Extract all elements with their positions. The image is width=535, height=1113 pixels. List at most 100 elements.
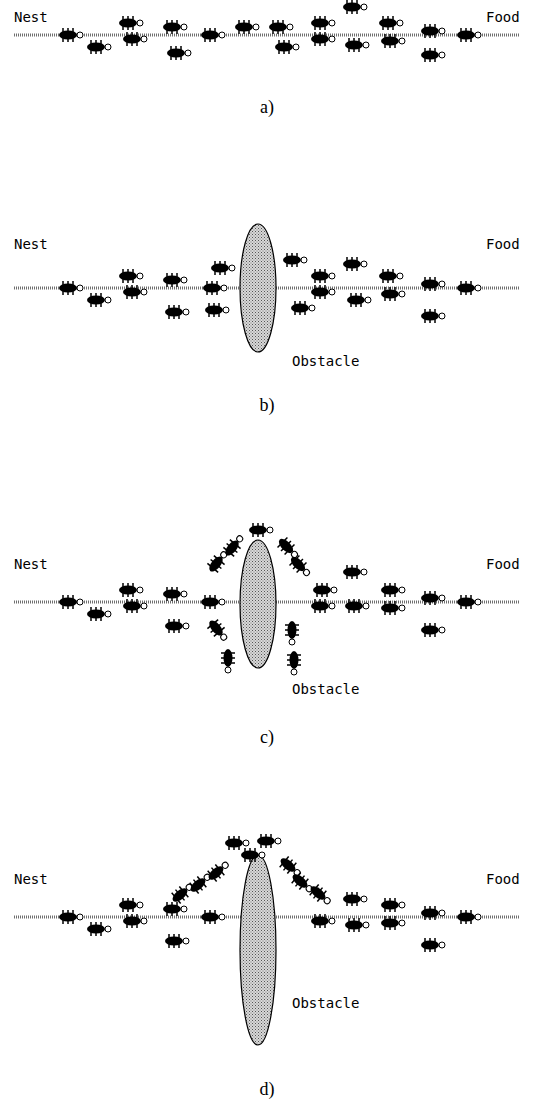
ant-body: [87, 925, 105, 934]
ant-body: [345, 602, 363, 611]
place-label: Food: [486, 872, 520, 886]
ant-head: [219, 914, 225, 920]
ant-symbol: [59, 595, 83, 609]
ant-head: [399, 902, 405, 908]
ant-body: [381, 586, 399, 595]
ant-body: [421, 51, 439, 60]
ant-head: [243, 840, 249, 846]
ant-body: [123, 35, 141, 44]
obstacle-ellipse: [240, 540, 276, 668]
ant-head: [253, 24, 259, 30]
obstacle-ellipse: [240, 224, 276, 352]
ant-head: [329, 918, 335, 924]
place-label: Obstacle: [292, 354, 359, 368]
ant-body: [311, 272, 329, 281]
ant-head: [77, 285, 83, 291]
ant-head: [185, 50, 191, 56]
ant-symbol: [421, 48, 445, 62]
ant-head: [181, 591, 187, 597]
ant-body: [381, 604, 399, 613]
ant-symbol: [311, 599, 335, 613]
ant-body: [224, 649, 233, 667]
ant-head: [181, 277, 187, 283]
ant-body: [275, 43, 293, 52]
ant-head: [475, 914, 481, 920]
ant-body: [421, 594, 439, 603]
ant-symbol: [165, 934, 189, 948]
ant-body: [421, 280, 439, 289]
ant-symbol: [123, 599, 147, 613]
ant-head: [329, 36, 335, 42]
ant-head: [439, 595, 445, 601]
ant-symbol: [457, 28, 481, 42]
ant-symbol: [205, 858, 232, 884]
ant-symbol: [203, 281, 227, 295]
ant-body: [421, 626, 439, 635]
place-label: Obstacle: [292, 996, 359, 1010]
ant-head: [181, 24, 187, 30]
ant-symbol: [167, 46, 191, 60]
ant-head: [397, 20, 403, 26]
ant-symbol: [291, 301, 315, 315]
ant-head: [361, 261, 367, 267]
ant-head: [141, 289, 147, 295]
ant-symbol: [421, 277, 445, 291]
ant-symbol: [287, 651, 301, 675]
ant-symbol: [287, 553, 314, 580]
ant-symbol: [163, 587, 187, 601]
ant-body: [163, 23, 181, 32]
ant-head: [141, 603, 147, 609]
ant-symbol: [343, 257, 367, 271]
ant-symbol: [165, 305, 189, 319]
ant-head: [439, 52, 445, 58]
ant-body: [249, 526, 267, 535]
ant-head: [329, 603, 335, 609]
ant-symbol: [381, 898, 405, 912]
ant-symbol: [235, 20, 259, 34]
ant-body: [87, 610, 105, 619]
ant-head: [331, 587, 337, 593]
ant-head: [475, 599, 481, 605]
ant-body: [59, 913, 77, 922]
place-label: Nest: [14, 557, 48, 571]
ant-symbol: [205, 617, 231, 644]
pheromone-trail: [14, 34, 520, 37]
ant-head: [141, 36, 147, 42]
ant-symbol: [257, 834, 281, 848]
ant-head: [329, 273, 335, 279]
ant-symbol: [311, 32, 335, 46]
ant-symbol: [87, 40, 111, 54]
ant-body: [421, 27, 439, 36]
ant-symbol: [269, 20, 293, 34]
ant-symbol: [381, 601, 405, 615]
ant-symbol: [381, 583, 405, 597]
ant-body: [343, 260, 361, 269]
ant-symbol: [311, 914, 335, 928]
ant-head: [363, 42, 369, 48]
ant-symbol: [345, 38, 369, 52]
ant-body: [165, 308, 183, 317]
ant-symbol: [421, 623, 445, 637]
panel-d: [14, 834, 520, 1045]
ant-symbol: [225, 836, 249, 850]
ant-symbol: [123, 32, 147, 46]
ant-head: [221, 861, 229, 869]
ant-head: [267, 527, 273, 533]
place-label: Food: [486, 10, 520, 24]
place-label: Obstacle: [292, 682, 359, 696]
ant-head: [105, 44, 111, 50]
ant-body: [345, 41, 363, 50]
ant-body: [59, 284, 77, 293]
ant-body: [87, 296, 105, 305]
ant-symbol: [381, 34, 405, 48]
ant-head: [77, 32, 83, 38]
ant-body: [123, 288, 141, 297]
ant-body: [345, 921, 363, 930]
panel-c: [14, 523, 520, 675]
ant-symbol: [59, 281, 83, 295]
ant-body: [59, 31, 77, 40]
ant-head: [219, 32, 225, 38]
ant-body: [311, 288, 329, 297]
panel-a: [14, 0, 520, 62]
